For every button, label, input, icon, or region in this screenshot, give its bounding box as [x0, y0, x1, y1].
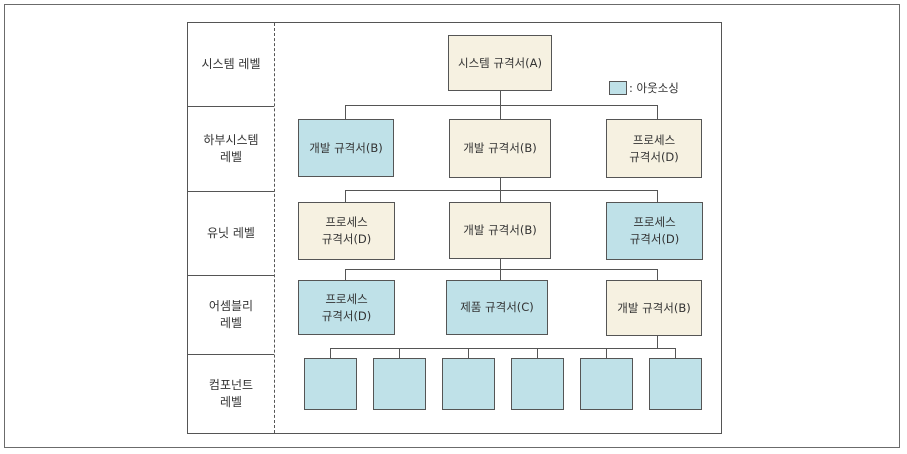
connector-line	[500, 269, 501, 280]
connector-line	[345, 105, 346, 119]
column-divider	[274, 23, 275, 433]
legend-label: : 아웃소싱	[629, 81, 679, 95]
spec-hierarchy-diagram: 시스템 레벨 하부시스템 레벨 유닛 레벨 어셈블리 레벨 컴포넌트 레벨 시스…	[187, 22, 722, 434]
level-divider	[188, 354, 274, 355]
assembly-process-spec-box: 프로세스 규격서(D)	[298, 280, 395, 335]
assembly-dev-spec-box: 개발 규격서(B)	[606, 280, 702, 336]
level-divider	[188, 191, 274, 192]
level-label-system: 시스템 레벨	[201, 57, 261, 71]
connector-line	[675, 348, 676, 358]
unit-process-spec-box: 프로세스 규격서(D)	[606, 202, 703, 260]
system-spec-box: 시스템 규격서(A)	[448, 35, 552, 91]
connector-line	[606, 348, 607, 358]
connector-line	[500, 259, 501, 269]
connector-line	[345, 269, 657, 270]
level-divider	[188, 275, 274, 276]
connector-line	[330, 348, 331, 358]
connector-line	[500, 190, 501, 202]
connector-line	[500, 105, 501, 119]
connector-line	[345, 105, 657, 106]
connector-line	[657, 105, 658, 119]
component-box	[304, 358, 357, 410]
component-box	[442, 358, 495, 410]
connector-line	[330, 348, 676, 349]
connector-line	[537, 348, 538, 358]
assembly-product-spec-box: 제품 규격서(C)	[446, 280, 548, 335]
outer-frame	[4, 4, 900, 448]
component-box	[511, 358, 564, 410]
level-label-assembly: 어셈블리 레벨	[208, 299, 254, 330]
connector-line	[399, 348, 400, 358]
unit-process-spec-box: 프로세스 규격서(D)	[298, 202, 395, 260]
component-box	[580, 358, 633, 410]
legend-outsourcing-swatch	[609, 81, 627, 95]
subsystem-process-spec-box: 프로세스 규격서(D)	[606, 119, 702, 178]
connector-line	[345, 190, 657, 191]
level-divider	[188, 106, 274, 107]
component-box	[649, 358, 702, 410]
legend: : 아웃소싱	[609, 80, 679, 96]
connector-line	[468, 348, 469, 358]
subsystem-dev-spec-box: 개발 규격서(B)	[298, 119, 394, 177]
unit-dev-spec-box: 개발 규격서(B)	[449, 202, 551, 259]
connector-line	[657, 269, 658, 280]
level-label-component: 컴포넌트 레벨	[208, 378, 254, 409]
connector-line	[657, 336, 658, 348]
level-label-subsystem: 하부시스템 레벨	[203, 133, 259, 164]
connector-line	[500, 91, 501, 105]
connector-line	[657, 190, 658, 202]
level-label-unit: 유닛 레벨	[207, 226, 255, 240]
connector-line	[345, 269, 346, 280]
connector-line	[345, 190, 346, 202]
subsystem-dev-spec-box: 개발 규격서(B)	[449, 119, 551, 178]
component-box	[373, 358, 426, 410]
connector-line	[500, 178, 501, 190]
